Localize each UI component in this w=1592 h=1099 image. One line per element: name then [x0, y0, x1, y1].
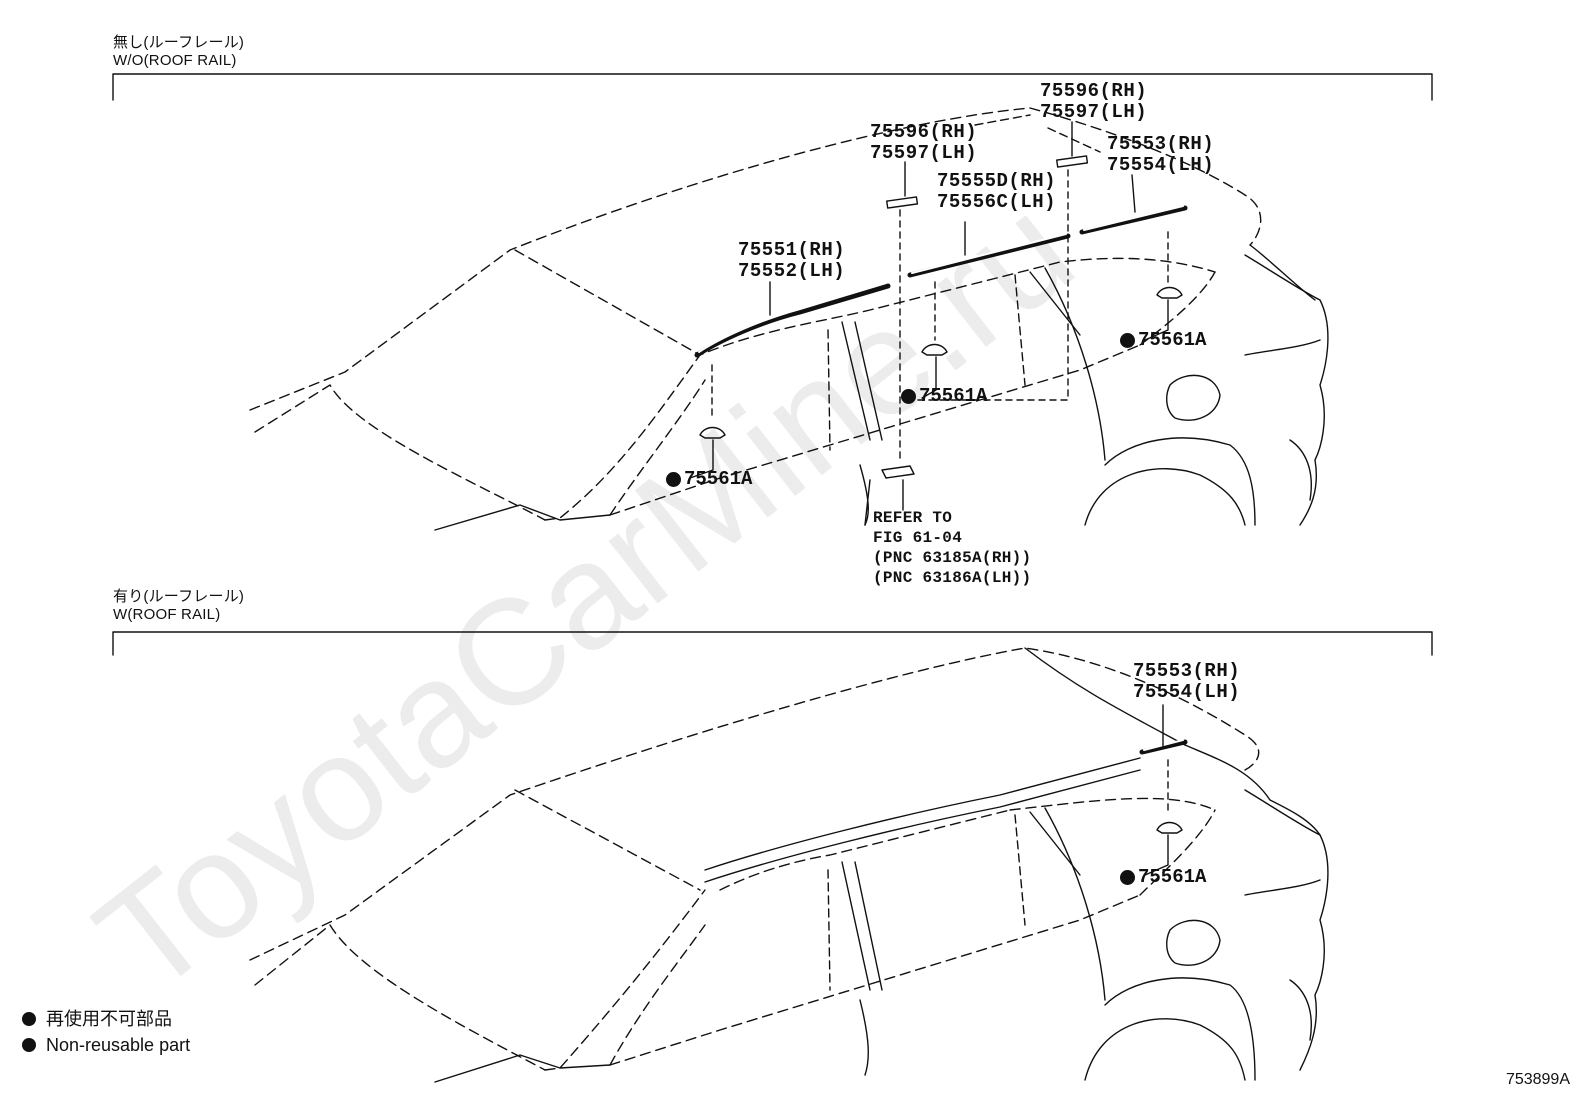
- reference-line-2: FIG 61-04: [873, 529, 963, 547]
- top-roof-outline: [249, 107, 1262, 411]
- callout-75555-lh: 75556C(LH): [937, 191, 1057, 213]
- non-reusable-dot-icon: [1120, 332, 1135, 348]
- reference-line-3: (PNC 63185A(RH)): [873, 549, 1032, 567]
- callout-75553-rh: 75553(RH): [1107, 133, 1215, 155]
- section-top-title-en: W/O(ROOF RAIL): [113, 52, 237, 69]
- reference-line-1: REFER TO: [873, 509, 953, 527]
- section-bottom-title: 有り(ルーフレール) W(ROOF RAIL): [113, 588, 244, 624]
- legend-jp-text: 再使用不可部品: [46, 1009, 172, 1029]
- callout-clip-1: 75561A: [1120, 329, 1206, 351]
- legend-jp: 再使用不可部品: [22, 1008, 172, 1030]
- non-reusable-dot-icon: [1120, 869, 1135, 885]
- callout-75551-rh: 75551(RH): [738, 239, 846, 261]
- callout-clip-3: 75561A: [666, 468, 752, 490]
- clip-2: [921, 343, 948, 356]
- section-top-title-jp: 無し(ルーフレール): [113, 34, 245, 51]
- callout-75596-b: 75596(RH) 75597(LH): [1040, 81, 1147, 123]
- callout-bottom-clip: 75561A: [1120, 866, 1206, 888]
- legend-en-text: Non-reusable part: [46, 1035, 191, 1055]
- section-bottom-bracket: [112, 631, 1433, 656]
- callout-bottom-clip-text: 75561A: [1138, 866, 1207, 888]
- callout-75553: 75553(RH) 75554(LH): [1107, 134, 1214, 176]
- clip-3: [1156, 286, 1183, 299]
- section-bottom-title-jp: 有り(ルーフレール): [113, 588, 245, 605]
- section-top-title: 無し(ルーフレール) W/O(ROOF RAIL): [113, 34, 244, 70]
- callout-bottom-75553-rh: 75553(RH): [1133, 660, 1241, 682]
- callout-bottom-75553-lh: 75554(LH): [1133, 681, 1241, 703]
- callout-75551: 75551(RH) 75552(LH): [738, 240, 845, 282]
- callout-clip-2: 75561A: [901, 385, 987, 407]
- callout-clip-2-text: 75561A: [919, 385, 988, 407]
- refer-part: [881, 465, 915, 479]
- figure-code: 753899A: [1505, 1071, 1570, 1088]
- cap-75596-b: [1056, 155, 1089, 168]
- molding-75553-bottom: [1139, 739, 1188, 755]
- legend-en: Non-reusable part: [22, 1034, 190, 1056]
- callout-75596-a-rh: 75596(RH): [870, 121, 978, 143]
- non-reusable-dot-icon: [22, 1012, 36, 1026]
- callout-clip-1-text: 75561A: [1138, 329, 1207, 351]
- non-reusable-dot-icon: [22, 1038, 36, 1052]
- callout-75555: 75555D(RH) 75556C(LH): [937, 171, 1056, 213]
- callout-75596-a: 75596(RH) 75597(LH): [870, 122, 977, 164]
- callout-clip-3-text: 75561A: [684, 468, 753, 490]
- clip-4: [1156, 821, 1183, 834]
- cap-75596-a: [886, 196, 919, 209]
- callout-75553-lh: 75554(LH): [1107, 154, 1215, 176]
- callout-75596-b-lh: 75597(LH): [1040, 101, 1148, 123]
- callout-75555-rh: 75555D(RH): [937, 170, 1057, 192]
- section-top-bracket: [112, 73, 1433, 101]
- molding-75555: [907, 233, 1071, 278]
- non-reusable-dot-icon: [901, 388, 916, 404]
- molding-75553: [1079, 205, 1188, 235]
- molding-75551: [694, 283, 891, 358]
- reference-note: REFER TO FIG 61-04 (PNC 63185A(RH)) (PNC…: [873, 508, 1031, 588]
- clip-1: [699, 426, 726, 439]
- callout-75596-a-lh: 75597(LH): [870, 142, 978, 164]
- non-reusable-dot-icon: [666, 471, 681, 487]
- section-bottom-title-en: W(ROOF RAIL): [113, 606, 221, 623]
- callout-75551-lh: 75552(LH): [738, 260, 846, 282]
- callout-75596-b-rh: 75596(RH): [1040, 80, 1148, 102]
- callout-bottom-75553: 75553(RH) 75554(LH): [1133, 661, 1240, 703]
- reference-line-4: (PNC 63186A(LH)): [873, 569, 1032, 587]
